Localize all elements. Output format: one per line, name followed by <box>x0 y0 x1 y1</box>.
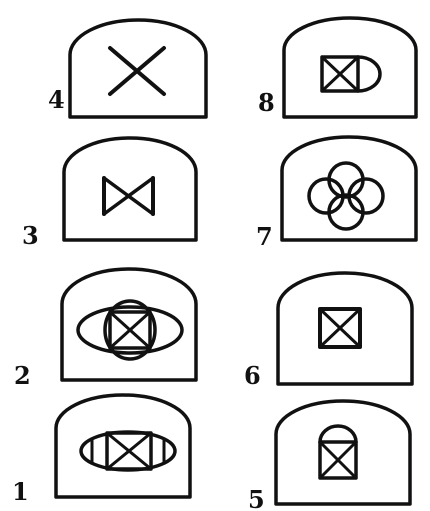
card-label: 4 <box>48 85 65 114</box>
card-outline <box>278 273 412 384</box>
card-7: 7 <box>256 137 416 251</box>
card-label: 6 <box>244 361 261 390</box>
card-4: 4 <box>48 20 206 117</box>
card-outline <box>62 269 196 380</box>
card-8: 8 <box>258 18 416 117</box>
card-label: 8 <box>258 88 275 117</box>
bowtie-symbol <box>104 178 153 214</box>
card-label: 2 <box>14 361 31 390</box>
boxed-x-symbol <box>320 309 360 347</box>
card-label: 1 <box>12 477 29 506</box>
card-5: 5 <box>248 401 410 511</box>
card-3: 3 <box>22 138 196 250</box>
card-2: 2 <box>14 269 196 390</box>
boxed-x-with-arch-symbol <box>320 426 356 478</box>
card-outline <box>64 138 196 240</box>
card-6: 6 <box>244 273 412 390</box>
card-label: 3 <box>22 221 39 250</box>
boxed-x-in-circle-and-ellipse-symbol <box>78 301 182 359</box>
card-1: 1 <box>12 395 190 506</box>
boxed-x-with-half-circle-symbol <box>322 57 380 91</box>
card-label: 5 <box>248 485 265 511</box>
card-outline <box>284 18 416 117</box>
x-cross-symbol <box>110 48 164 94</box>
card-outline <box>276 401 410 504</box>
four-circle-cluster-symbol <box>309 163 383 229</box>
boxed-x-in-lens-symbol <box>81 432 175 470</box>
card-label: 7 <box>256 222 273 251</box>
